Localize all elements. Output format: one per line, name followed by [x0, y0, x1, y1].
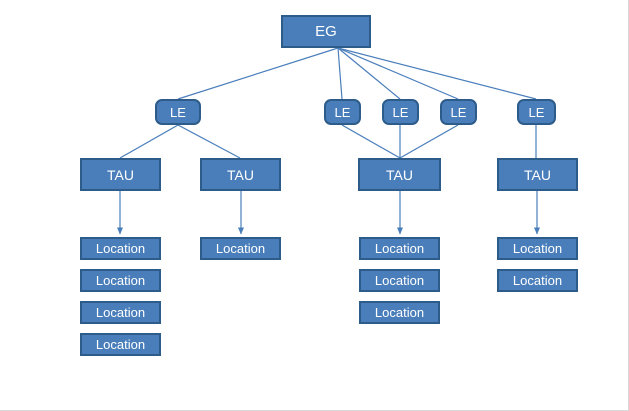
node-location-c2-r2[interactable]: Location — [359, 301, 440, 324]
node-location-c1-r0[interactable]: Location — [200, 237, 281, 260]
edge-EG-to-LE3 — [337, 47, 401, 100]
node-location-c3-r0[interactable]: Location — [497, 237, 578, 260]
edge-EG-to-LE5 — [337, 47, 537, 100]
node-tau-1[interactable]: TAU — [80, 158, 161, 191]
edge-LE2-to-TAU3 — [341, 124, 401, 159]
node-le-4[interactable]: LE — [440, 99, 477, 125]
node-location-c3-r1[interactable]: Location — [497, 269, 578, 292]
node-location-c2-r1[interactable]: Location — [359, 269, 440, 292]
node-location-c0-r0[interactable]: Location — [80, 237, 161, 260]
node-location-c2-r0[interactable]: Location — [359, 237, 440, 260]
edge-EG-to-LE1 — [177, 47, 339, 100]
node-location-c0-r1[interactable]: Location — [80, 269, 161, 292]
node-tau-2[interactable]: TAU — [200, 158, 281, 191]
edges-group — [116, 47, 541, 235]
edge-LE1-to-TAU2 — [177, 124, 241, 159]
node-le-2[interactable]: LE — [324, 99, 361, 125]
node-tau-3[interactable]: TAU — [358, 158, 441, 191]
edge-LE4-to-TAU3 — [399, 124, 459, 159]
node-location-c0-r2[interactable]: Location — [80, 301, 161, 324]
node-le-5[interactable]: LE — [517, 99, 556, 125]
node-location-c0-r3[interactable]: Location — [80, 333, 161, 356]
node-tau-4[interactable]: TAU — [497, 158, 578, 191]
edge-EG-to-LE4 — [337, 47, 459, 100]
node-le-3[interactable]: LE — [382, 99, 419, 125]
edge-EG-to-LE2 — [337, 47, 343, 100]
edge-LE1-to-TAU1 — [119, 124, 179, 159]
node-eg[interactable]: EG — [281, 15, 371, 48]
node-le-1[interactable]: LE — [155, 99, 201, 125]
